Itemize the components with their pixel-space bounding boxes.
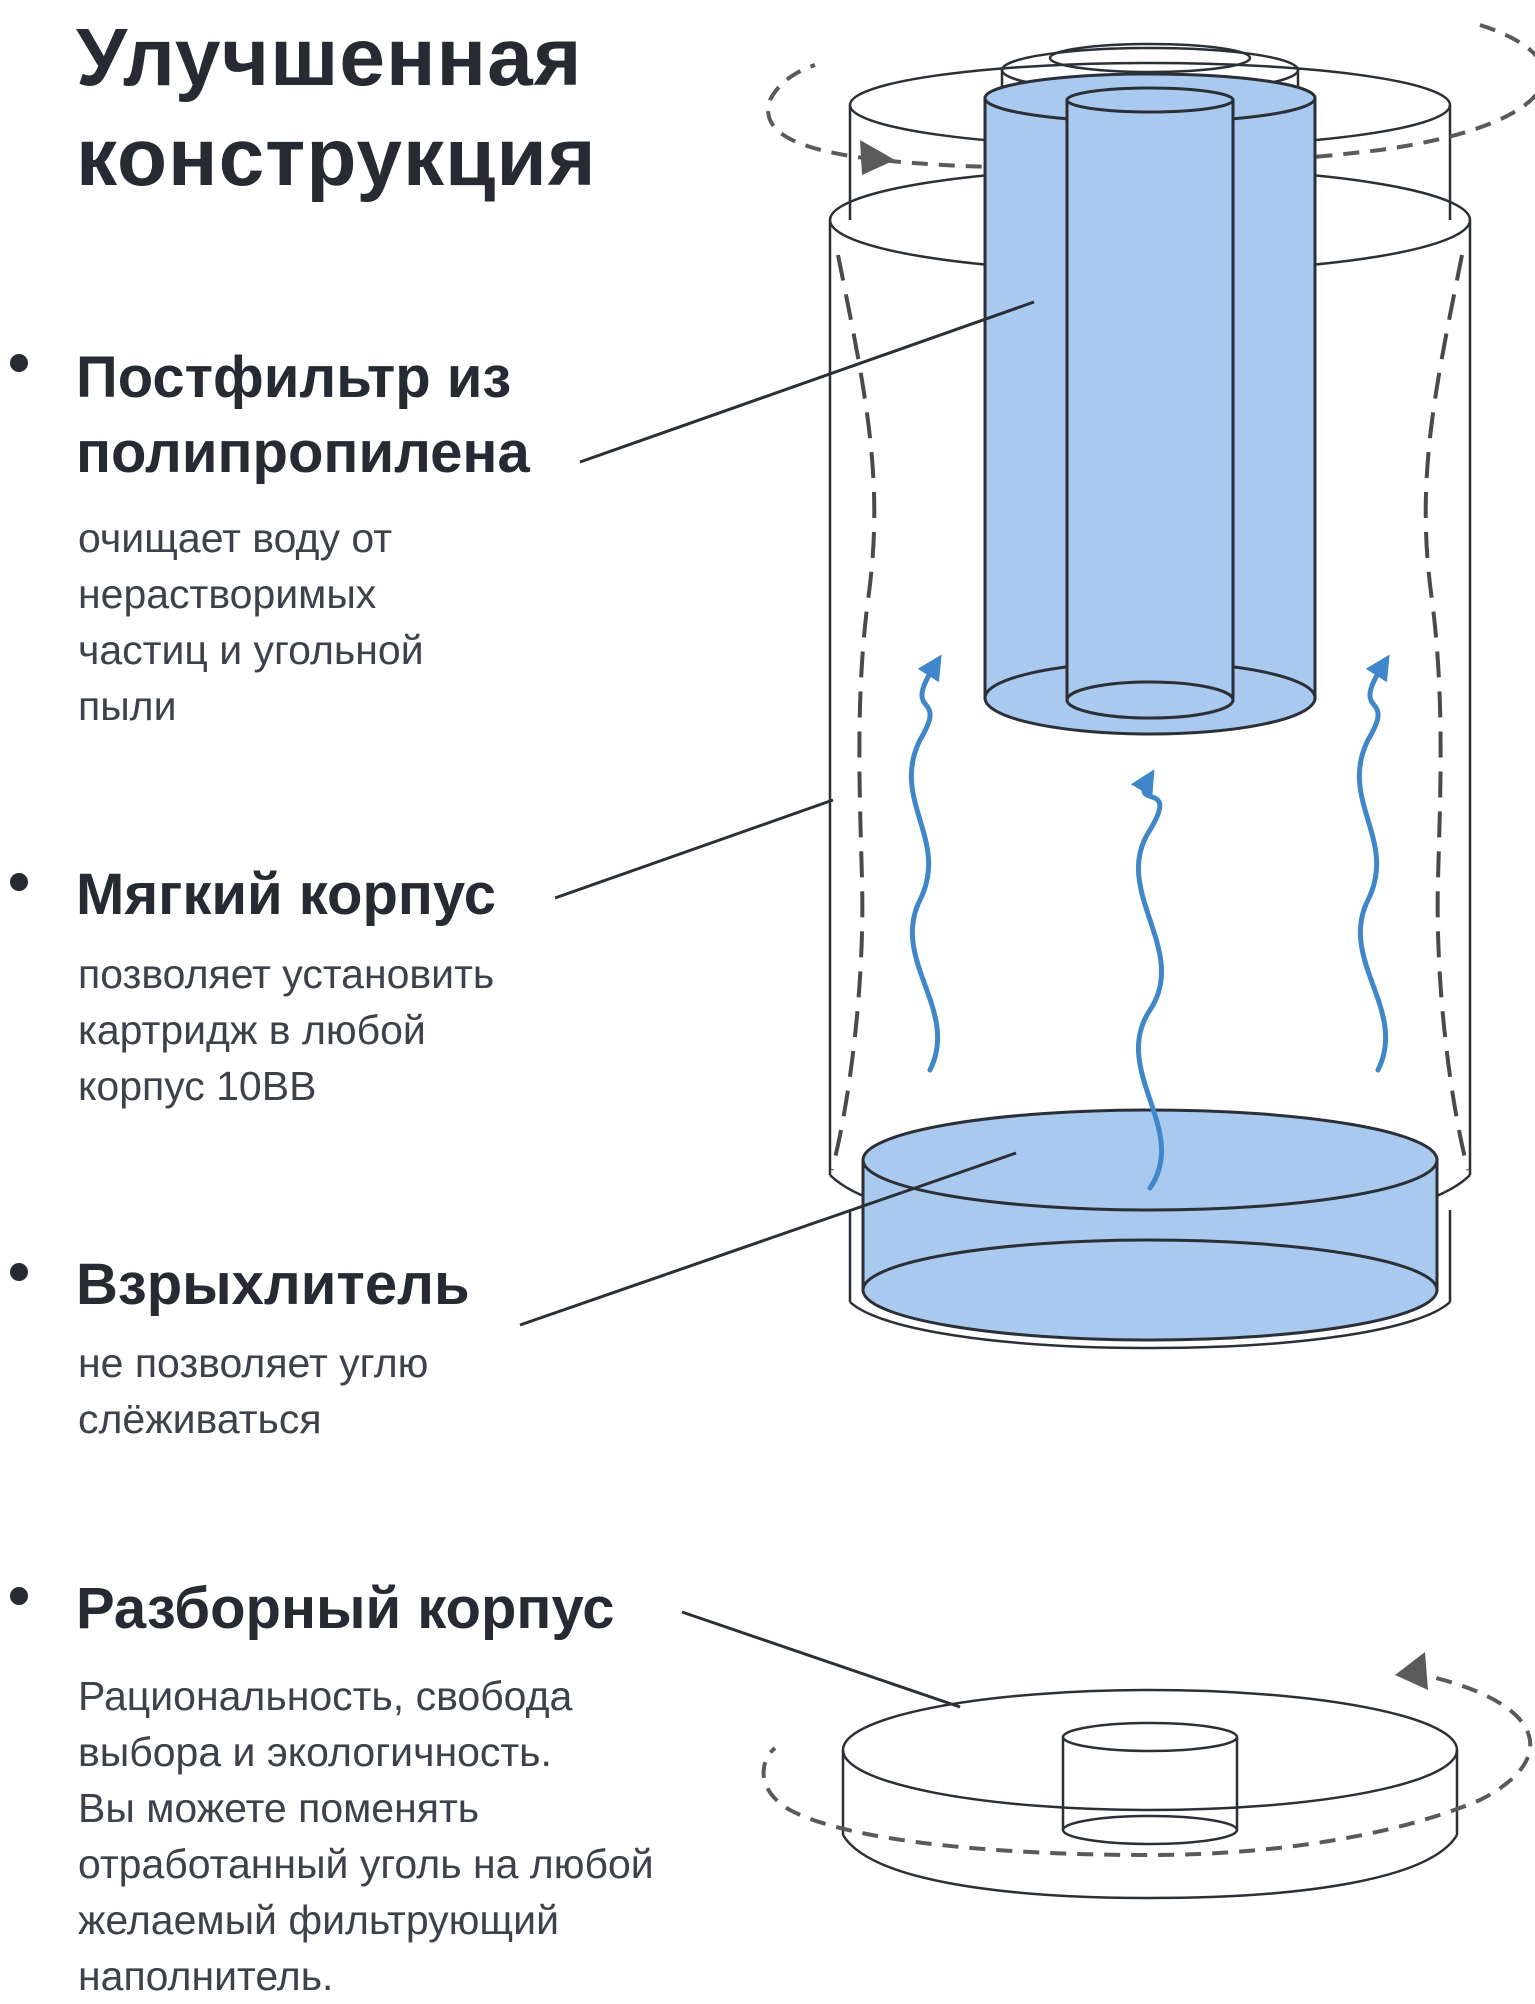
title-line-2: конструкция <box>76 112 597 203</box>
description-collapsible-body-line-3: Вы можете поменять <box>78 1785 480 1831</box>
cartridge-soft-body <box>828 166 1472 1350</box>
title-line-1: Улучшенная <box>76 12 583 103</box>
description-soft-body-line-2: картридж в любой <box>78 1007 426 1053</box>
leader-postfilter <box>579 300 1035 464</box>
water-flow-arrows <box>908 654 1390 1191</box>
description-postfilter-line-1: очищает воду от <box>78 515 393 561</box>
description-collapsible-body-line-4: отработанный уголь на любой <box>78 1841 654 1887</box>
description-collapsible-body-line-2: выбора и экологичность. <box>78 1729 552 1775</box>
flow-arrow-right <box>1356 654 1390 1073</box>
description-loosener-line-1: не позволяет углю <box>78 1340 429 1386</box>
leader-lines <box>519 300 1035 1709</box>
bullet-soft-body <box>10 873 28 891</box>
bullet-collapsible-body <box>10 1587 28 1605</box>
rotate-bottom-arrow <box>761 1670 1533 1858</box>
description-postfilter-line-3: частиц и угольной <box>78 627 424 673</box>
description-loosener-line-2: слёживаться <box>78 1396 322 1442</box>
leader-collapsible-body <box>681 1610 961 1709</box>
leader-loosener <box>519 1151 1017 1327</box>
rotate-bottom-arrow-head <box>1395 1652 1428 1690</box>
heading-loosener-line-1: Взрыхлитель <box>76 1252 470 1317</box>
description-collapsible-body-line-5: желаемый фильтрующий <box>78 1897 559 1943</box>
page-title: Улучшенная конструкция <box>76 8 597 208</box>
description-postfilter-line-2: нерастворимых <box>78 571 377 617</box>
description-soft-body-line-3: корпус 10ВВ <box>78 1063 317 1109</box>
description-postfilter-line-4: пыли <box>78 683 177 729</box>
bullet-postfilter <box>10 354 28 372</box>
heading-postfilter-line-2: полипропилена <box>76 420 530 485</box>
collapsible-base <box>841 1688 1459 1900</box>
postfilter-cylinder <box>983 72 1317 736</box>
heading-soft-body-line-1: Мягкий корпус <box>76 862 496 927</box>
heading-loosener: Взрыхлитель <box>76 1247 470 1322</box>
rotate-top-arrow <box>766 23 1535 171</box>
bullet-loosener <box>10 1263 28 1281</box>
description-loosener: не позволяет углю слёживаться <box>78 1335 428 1447</box>
heading-postfilter: Постфильтр из полипропилена <box>76 340 530 490</box>
description-postfilter: очищает воду от нерастворимых частиц и у… <box>78 510 424 734</box>
description-collapsible-body-line-1: Рациональность, свобода <box>78 1673 573 1719</box>
heading-collapsible-body: Разборный корпус <box>76 1571 615 1646</box>
description-soft-body-line-1: позволяет установить <box>78 951 495 997</box>
heading-soft-body: Мягкий корпус <box>76 857 496 932</box>
heading-postfilter-line-1: Постфильтр из <box>76 345 512 410</box>
loosener-disc <box>861 1108 1439 1342</box>
flow-arrow-center <box>1130 769 1164 1191</box>
description-soft-body: позволяет установить картридж в любой ко… <box>78 946 494 1114</box>
heading-collapsible-body-line-1: Разборный корпус <box>76 1576 615 1641</box>
rotate-top-arrow-head <box>860 140 895 175</box>
flow-arrow-left <box>908 654 942 1073</box>
leader-soft-body <box>554 798 834 900</box>
description-collapsible-body-line-6: наполнитель. <box>78 1953 334 1999</box>
description-collapsible-body: Рациональность, свобода выбора и экологи… <box>78 1668 654 2004</box>
